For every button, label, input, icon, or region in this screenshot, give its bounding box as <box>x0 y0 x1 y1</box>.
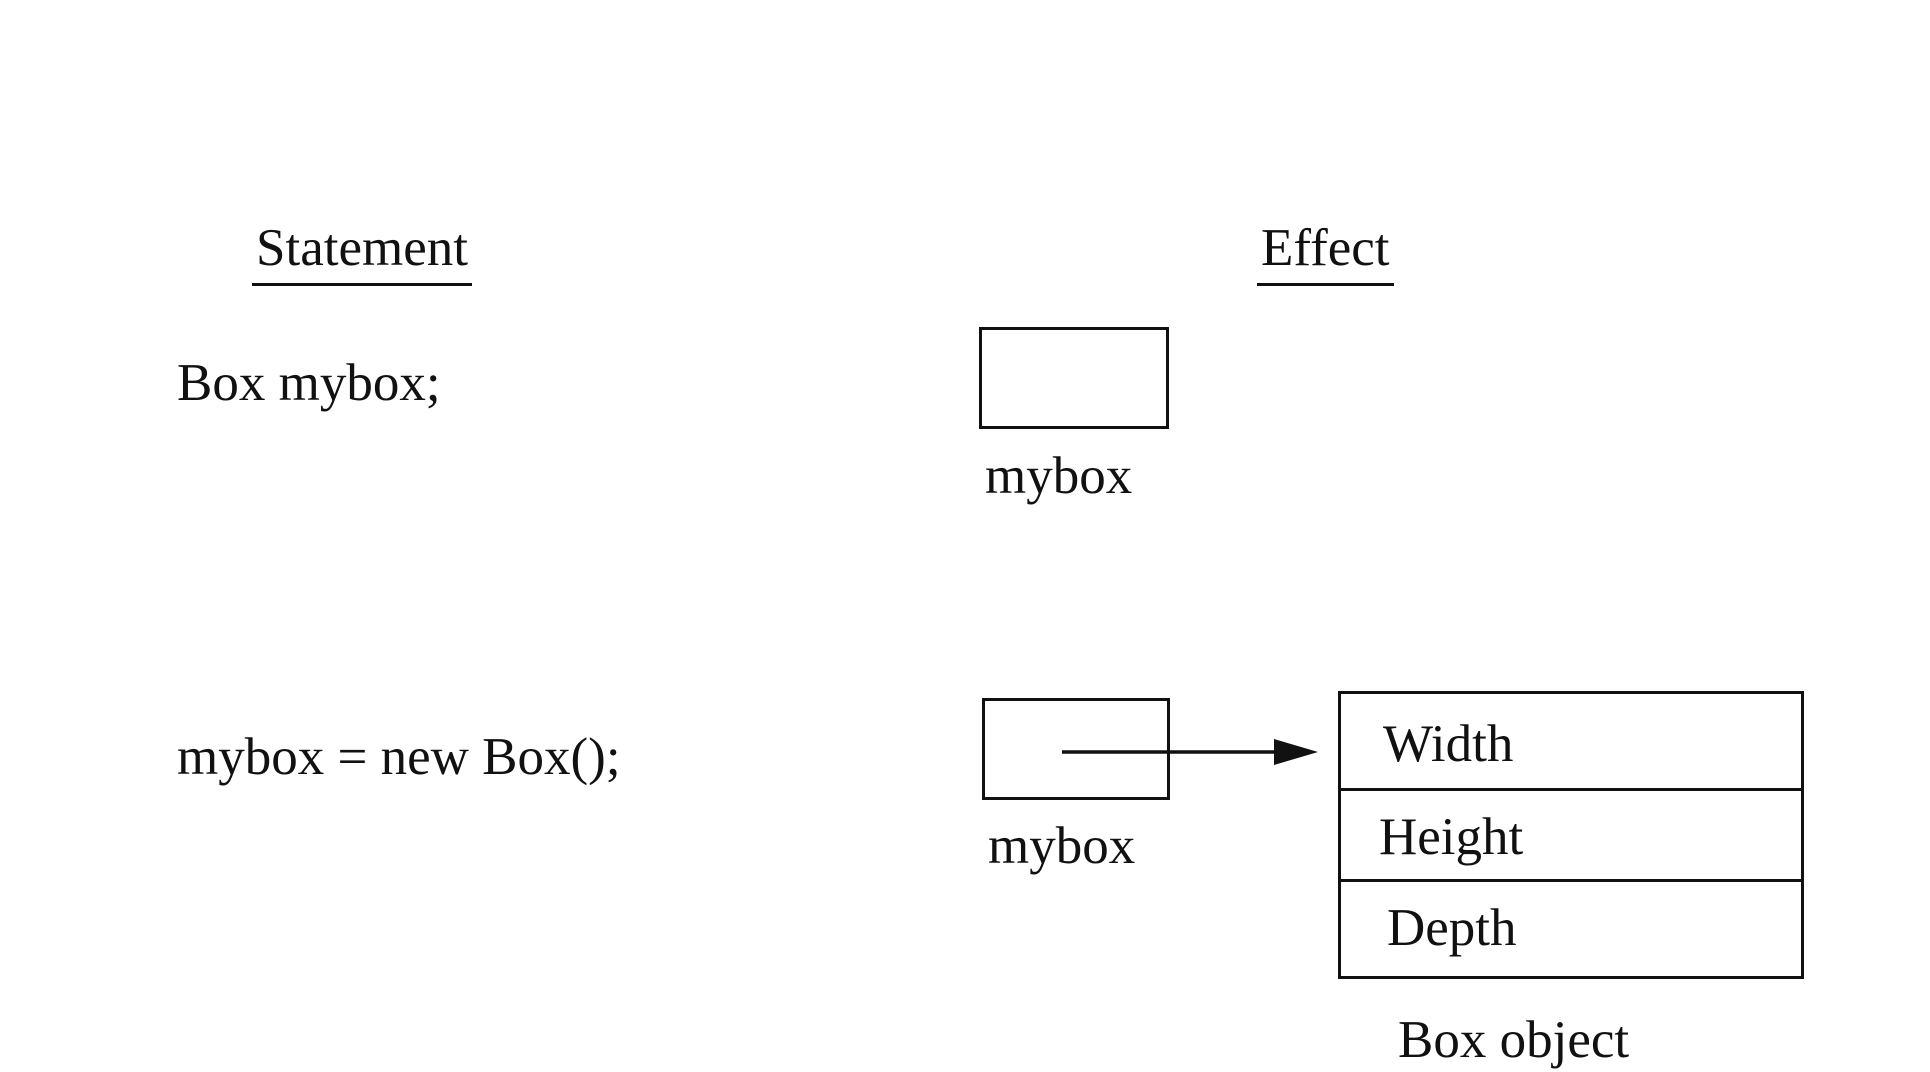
field-height: Height <box>1341 791 1801 882</box>
box-object-caption: Box object <box>1398 1011 1630 1069</box>
instantiation-statement: mybox = new Box(); <box>177 728 621 786</box>
field-depth: Depth <box>1341 882 1801 976</box>
field-depth-label: Depth <box>1387 899 1517 957</box>
mybox-label-1: mybox <box>985 447 1133 505</box>
mybox-null-reference-box <box>979 327 1169 429</box>
declaration-statement: Box mybox; <box>177 354 441 412</box>
effect-heading: Effect <box>1257 222 1394 286</box>
field-height-label: Height <box>1379 808 1524 866</box>
reference-arrow-head <box>1274 739 1318 765</box>
mybox-reference-box <box>982 698 1170 800</box>
mybox-label-2: mybox <box>988 817 1136 875</box>
field-width-label: Width <box>1383 715 1514 773</box>
statement-heading: Statement <box>252 222 472 286</box>
box-object: Width Height Depth <box>1338 691 1804 979</box>
field-width: Width <box>1341 694 1801 791</box>
